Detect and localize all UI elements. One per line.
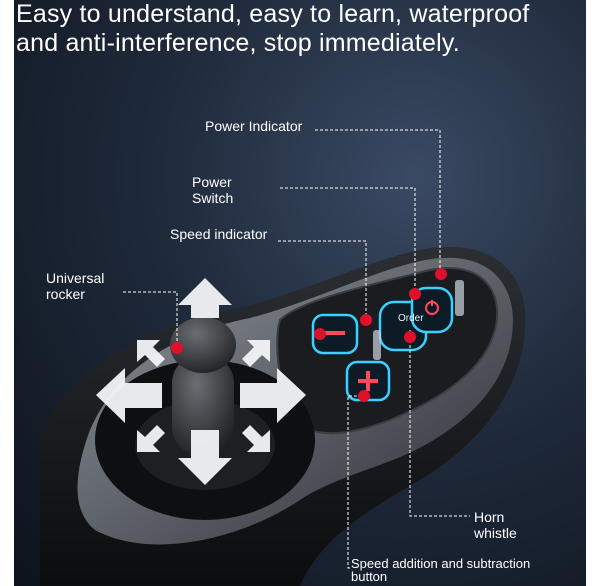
order-label: Order (398, 313, 424, 324)
label-speed-buttons: Speed addition and subtraction button (351, 557, 530, 583)
label-speed-indicator: Speed indicator (170, 226, 268, 242)
label-power-indicator: Power Indicator (205, 118, 303, 134)
minus-button-art (311, 313, 359, 355)
arrow-icons (96, 278, 306, 485)
callout-dots (171, 268, 447, 402)
label-speed-buttons-line1: Speed addition and subtraction (351, 556, 531, 571)
leader-lines (123, 129, 470, 569)
headline-line-2: and anti-interference, stop immediately. (16, 29, 460, 57)
label-horn-whistle: Horn whistle (474, 509, 517, 541)
headline: Easy to understand, easy to learn, water… (16, 0, 529, 58)
plus-button-art (345, 360, 391, 402)
label-power-switch-line1: Power (192, 174, 232, 190)
power-button-art (410, 286, 454, 334)
label-power-switch: Power Switch (192, 174, 233, 206)
label-power-switch-line2: Switch (192, 190, 234, 206)
label-speed-buttons-line2: button (351, 569, 388, 584)
power-indicator-strip (455, 280, 464, 316)
label-horn-line1: Horn (474, 509, 505, 525)
label-horn-line2: whistle (474, 525, 517, 541)
label-universal-rocker: Universal rocker (46, 270, 104, 302)
label-universal-rocker-line1: Universal (46, 270, 105, 286)
headline-line-1: Easy to understand, easy to learn, water… (16, 0, 530, 28)
label-universal-rocker-line2: rocker (46, 286, 85, 302)
speed-indicator-strip (373, 330, 381, 360)
